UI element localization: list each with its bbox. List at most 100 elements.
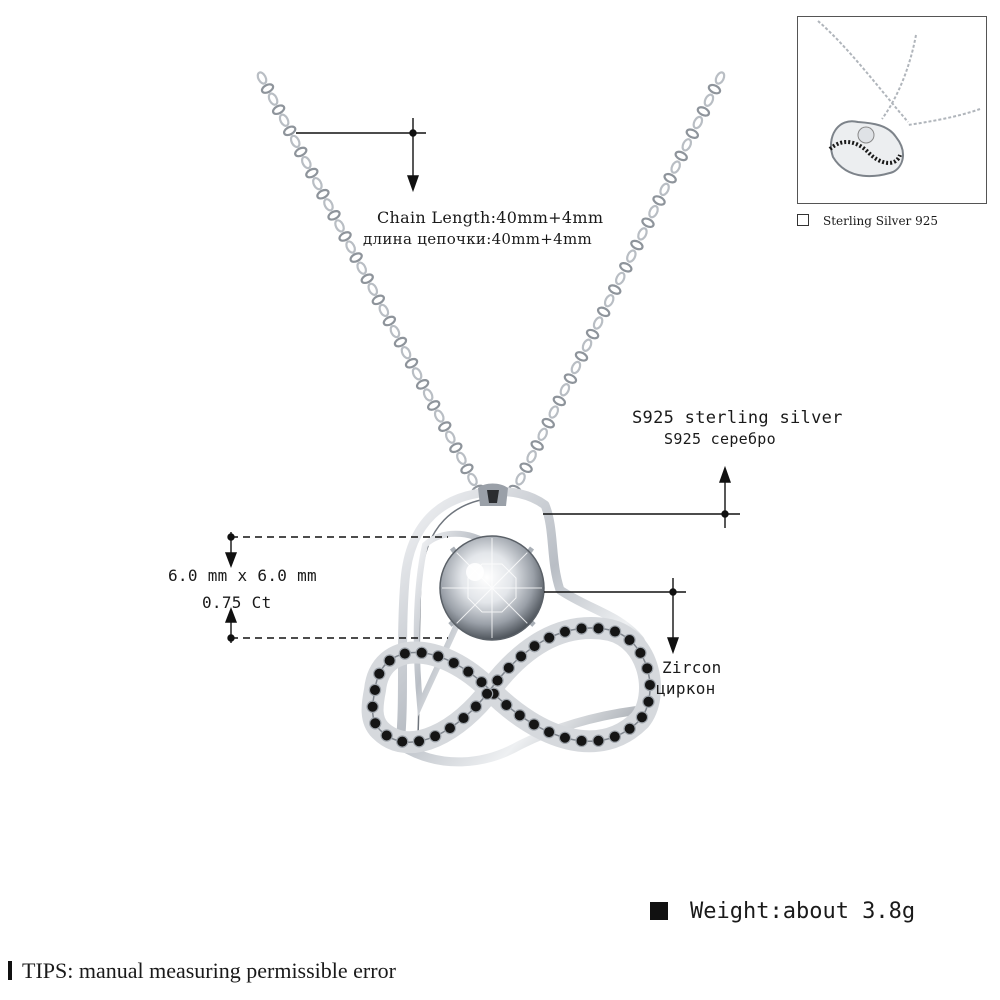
chain-link [389,324,401,339]
black-stone [469,700,483,713]
chain-link [338,231,352,242]
heart-pendant [361,483,661,767]
chain-link [559,383,571,397]
black-stone [642,695,655,708]
chain-link [519,462,533,474]
zircon-label-ru: циркон [656,679,716,698]
chain-link [515,472,526,486]
weight-label: Weight:about 3.8g [650,899,915,924]
black-stone [447,656,460,670]
black-stone [428,729,442,743]
tips-text: TIPS: manual measuring permissible error [22,958,396,983]
chain-link [707,83,722,95]
black-stone [398,647,412,660]
chain-link [323,198,334,212]
chain-link [574,351,589,362]
black-stone [380,729,393,742]
chain-link [626,249,637,263]
black-stone [623,722,636,735]
chain-link [614,271,626,286]
chain-link [552,395,567,407]
black-stone [457,711,470,725]
chain-link [267,92,279,106]
black-stone [640,662,654,675]
chain-link [581,338,593,352]
black-stone [396,735,409,748]
stone-carat-label: 0.75 Ct [202,593,272,612]
black-stone [558,731,572,744]
chain-link [659,182,670,197]
chain-link [349,252,363,263]
chain-link [371,294,385,306]
chain-link [305,167,319,179]
black-stone [383,654,396,667]
black-stone [366,700,379,713]
chain-link [526,449,537,464]
chain-link [530,440,544,451]
black-stone [491,674,504,687]
gem-facet [456,587,493,624]
black-stone [528,639,541,653]
chain-link [641,217,655,229]
zircon-marker [544,578,686,655]
black-stone [502,661,515,675]
chain-link [378,303,390,318]
chain-link [663,172,677,184]
black-stone [527,718,541,731]
chain-link [422,388,434,402]
zircon-label-en: Zircon [662,658,722,677]
black-stone [543,631,556,644]
gem-facet [491,587,528,624]
chain-link [289,134,301,149]
black-stone [514,650,528,663]
chain-link [449,442,463,454]
chain-link [400,345,412,360]
chain-link [360,273,374,285]
chain-link [537,427,548,442]
black-zircon-stones [366,622,657,748]
chain-link [456,451,467,465]
black-stone [373,667,386,680]
chain-link [696,106,711,117]
chain-link [541,417,555,429]
black-stone [608,730,622,743]
chain-link [327,209,341,221]
center-gem [439,535,545,641]
black-stone [500,698,513,712]
chain-length-label-en: Chain Length:40mm+4mm [377,208,604,227]
chain-link [570,360,582,375]
chain-link [637,227,648,241]
chain-link [592,316,604,330]
chain-link [674,150,688,162]
weight-text: Weight:about 3.8g [690,899,916,924]
black-stone [592,622,605,635]
chain-left [256,71,485,496]
chain-link [271,104,286,116]
gem-table [467,563,517,613]
silver-label-ru: S925 серебро [664,430,776,448]
black-stone [635,711,649,724]
chain-link [283,125,297,137]
bar-bullet-icon [8,961,12,980]
chain-length-marker [296,118,426,193]
chain-link [300,155,312,170]
chain-link [433,409,445,423]
black-stone [475,675,488,689]
chain-link [345,240,356,254]
chain-link [467,472,478,487]
black-stone [412,735,426,748]
chain-link [630,239,644,251]
thumbnail-necklace-icon [817,20,981,178]
checkbox-icon[interactable] [797,214,809,226]
chain-link [714,71,726,85]
chain-link [393,336,408,348]
chain-link [367,282,379,296]
black-stone [575,734,588,748]
thumbnail-image [797,16,987,204]
chain-link [294,146,308,158]
black-stone [480,687,494,701]
chain-length-label-ru: длина цепочки:40mm+4mm [363,230,593,248]
chain-link [256,71,268,85]
chain-link [608,284,622,295]
chain-link [681,138,693,152]
